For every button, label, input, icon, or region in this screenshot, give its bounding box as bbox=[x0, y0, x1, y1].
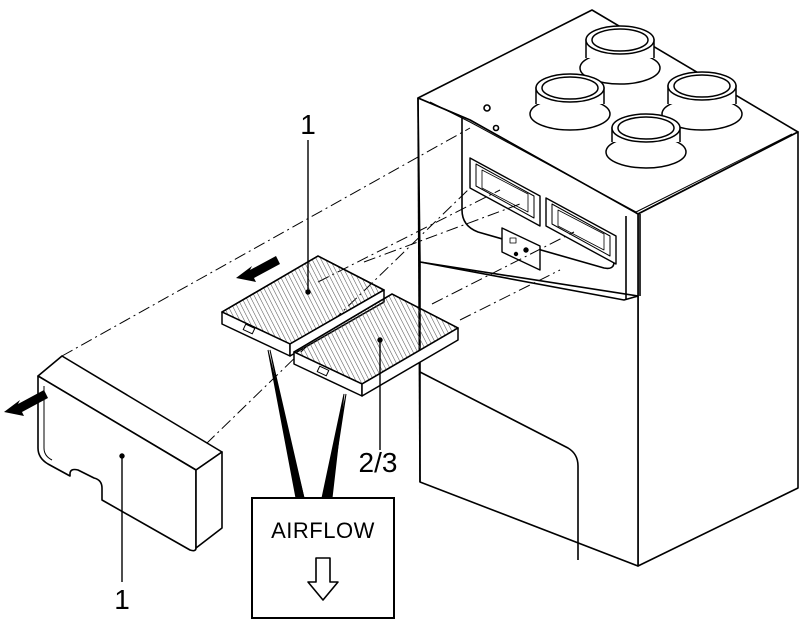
airflow-box: AIRFLOW bbox=[251, 497, 395, 619]
arrow-cover-out bbox=[4, 390, 48, 416]
filter-cover-side bbox=[195, 451, 223, 549]
unit-front-door bbox=[419, 261, 639, 567]
duct-collar-back bbox=[579, 25, 661, 85]
duct-collar-left bbox=[529, 73, 611, 131]
arrow-filter-out bbox=[236, 256, 280, 282]
filter-1 bbox=[221, 255, 385, 357]
filter-cover-face bbox=[37, 375, 197, 552]
duct-collar-front bbox=[605, 113, 687, 169]
removal-arrows bbox=[4, 256, 280, 416]
label-filter-cover: 1 bbox=[114, 584, 130, 615]
filter-cover bbox=[37, 355, 223, 552]
duct-collars bbox=[529, 25, 743, 169]
control-panel bbox=[501, 227, 541, 271]
label-filter-1: 1 bbox=[300, 109, 316, 140]
airflow-label: AIRFLOW bbox=[271, 518, 375, 543]
airflow-pointers bbox=[267, 349, 347, 499]
duct-collar-right bbox=[661, 71, 743, 131]
screw-hole bbox=[483, 104, 491, 112]
label-filter-2-3: 2/3 bbox=[359, 447, 398, 478]
unit-door-panel bbox=[419, 371, 579, 560]
down-arrow-icon bbox=[307, 557, 339, 601]
ventilation-unit bbox=[417, 9, 799, 567]
filter-slots bbox=[469, 157, 617, 271]
leader-lines bbox=[119, 140, 383, 582]
unit-left-edge bbox=[417, 97, 421, 483]
filter-2-3 bbox=[293, 293, 459, 397]
